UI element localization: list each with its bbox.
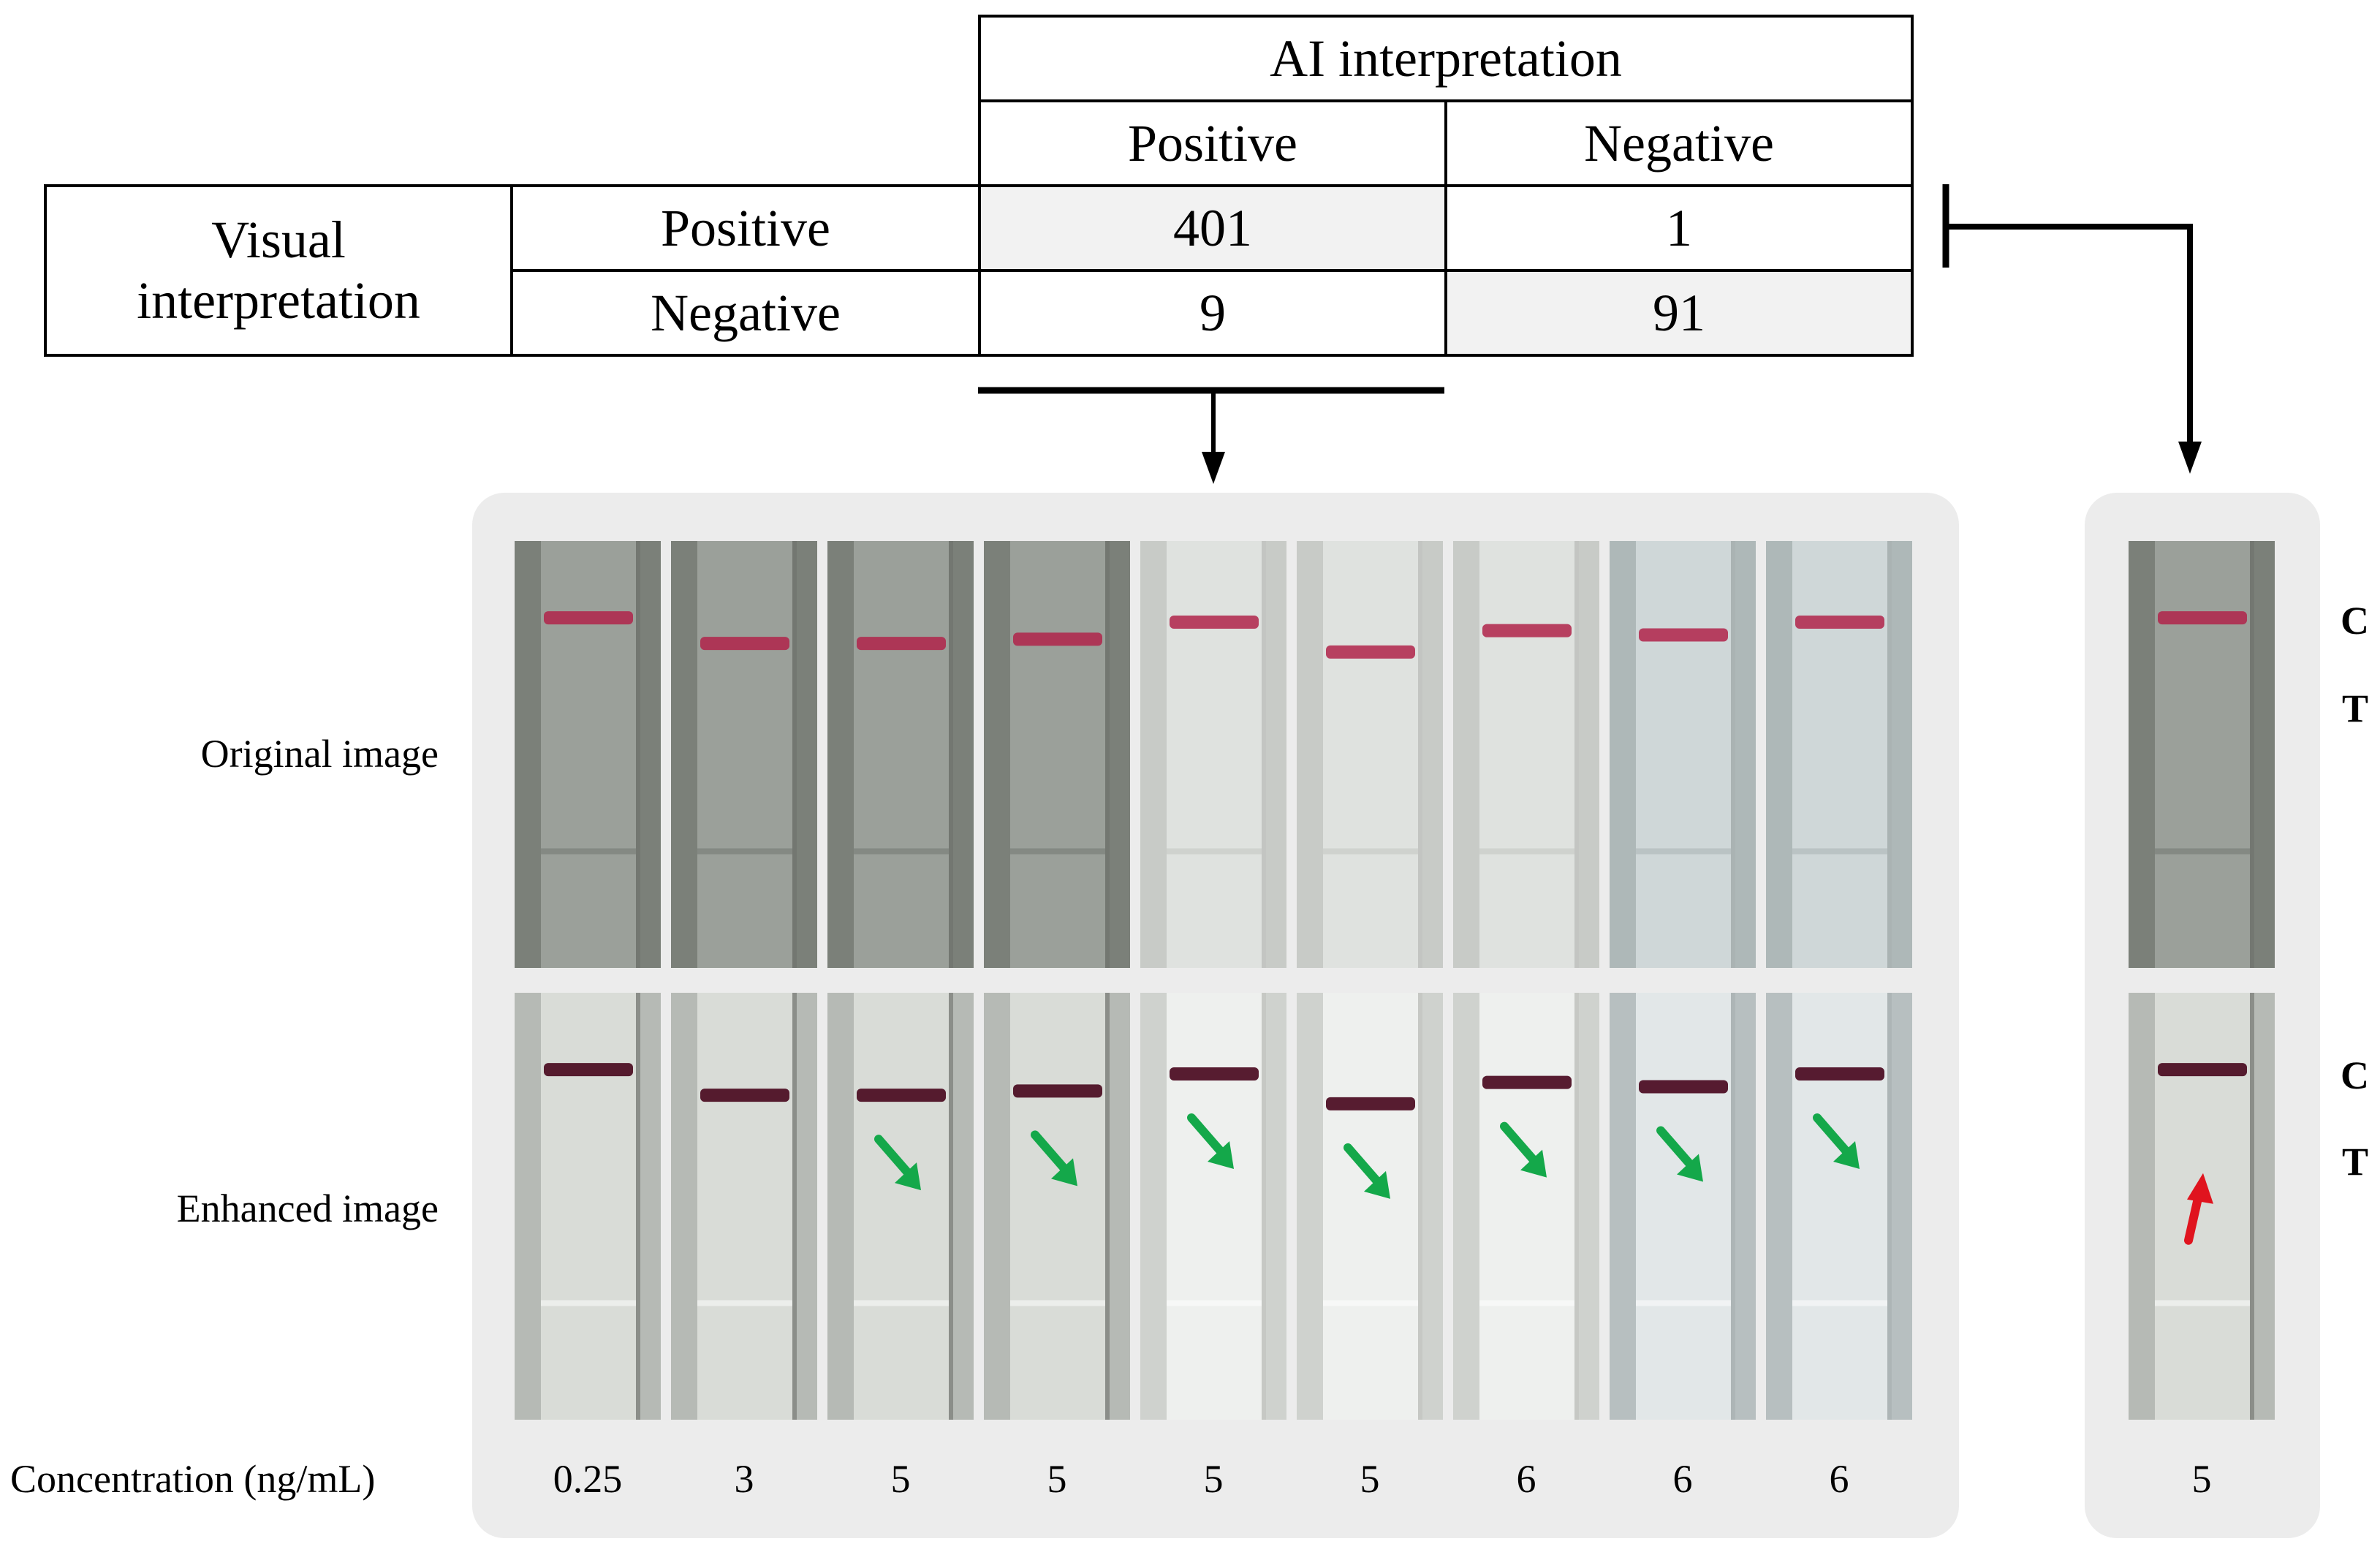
test-line-label-enhanced: T <box>2342 1140 2369 1184</box>
row-header-positive: Positive <box>510 184 981 272</box>
connector-arrows <box>978 184 2202 484</box>
control-line-label-enhanced: C <box>2341 1053 2369 1097</box>
row-label-original: Original image <box>200 732 439 776</box>
count-visual-neg-ai-neg: 91 <box>1444 269 1914 357</box>
row-label-enhanced: Enhanced image <box>176 1187 439 1230</box>
count-visual-pos-ai-neg: 1 <box>1444 184 1914 272</box>
arrowhead-right <box>2178 442 2202 474</box>
arrowhead-left <box>1202 452 1225 484</box>
panel-misclassified-positive <box>2085 493 2320 1538</box>
count-visual-neg-ai-pos: 9 <box>978 269 1447 357</box>
ai-interpretation-header: AI interpretation <box>978 15 1914 102</box>
col-header-negative: Negative <box>1444 99 1914 187</box>
panel-misclassified-negatives <box>472 493 1959 1538</box>
test-line-label-original: T <box>2342 686 2369 730</box>
row-group-visual-interpretation: Visual interpretation <box>44 184 513 357</box>
control-line-label-original: C <box>2341 599 2369 643</box>
row-label-concentration: Concentration (ng/mL) <box>10 1457 376 1501</box>
row-header-negative: Negative <box>510 269 981 357</box>
